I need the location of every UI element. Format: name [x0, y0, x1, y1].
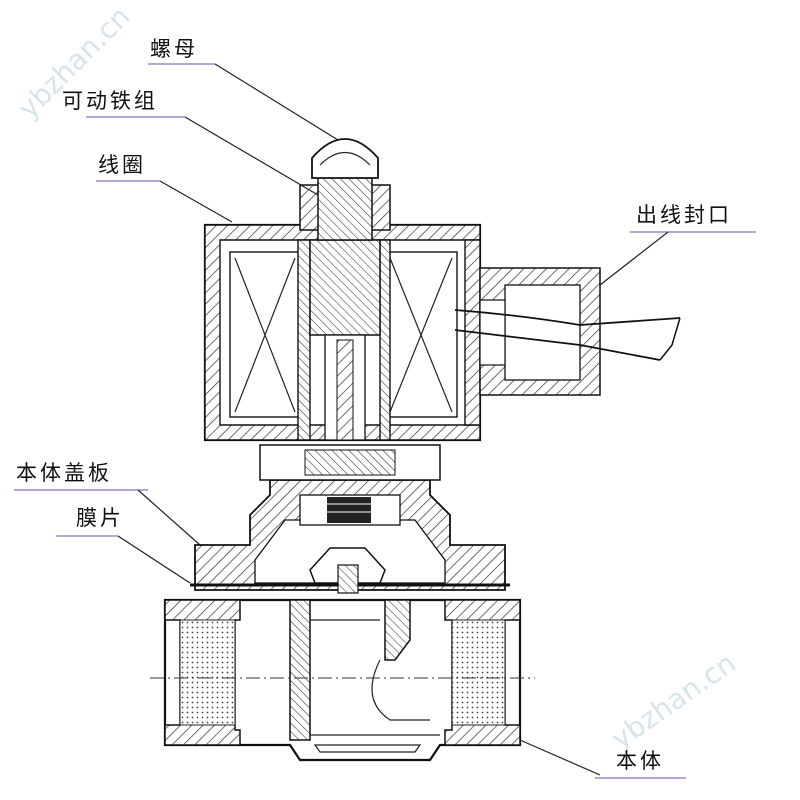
label-body-text: 本体 [616, 749, 664, 773]
label-diaphragm: 膜片 [56, 506, 191, 584]
label-cable-seal: 出线封口 [599, 203, 756, 286]
label-coil-text: 线圈 [98, 153, 146, 177]
label-body: 本体 [519, 739, 686, 779]
label-bonnet-text: 本体盖板 [16, 461, 112, 485]
label-diaphragm-text: 膜片 [76, 506, 124, 530]
label-plunger-text: 可动铁组 [62, 89, 158, 113]
top-nut [299, 138, 391, 241]
bonnet-assembly [190, 444, 510, 594]
label-bonnet: 本体盖板 [14, 461, 201, 546]
label-coil: 线圈 [96, 153, 233, 223]
label-cable-seal-text: 出线封口 [636, 203, 732, 227]
watermark-right: ybzhan.cn [605, 646, 742, 755]
label-plunger: 可动铁组 [62, 89, 319, 196]
label-nut: 螺母 [148, 37, 339, 141]
coil-housing [203, 223, 482, 442]
valve-body [150, 598, 535, 762]
label-nut-text: 螺母 [150, 37, 198, 61]
cable-gland [454, 267, 681, 396]
